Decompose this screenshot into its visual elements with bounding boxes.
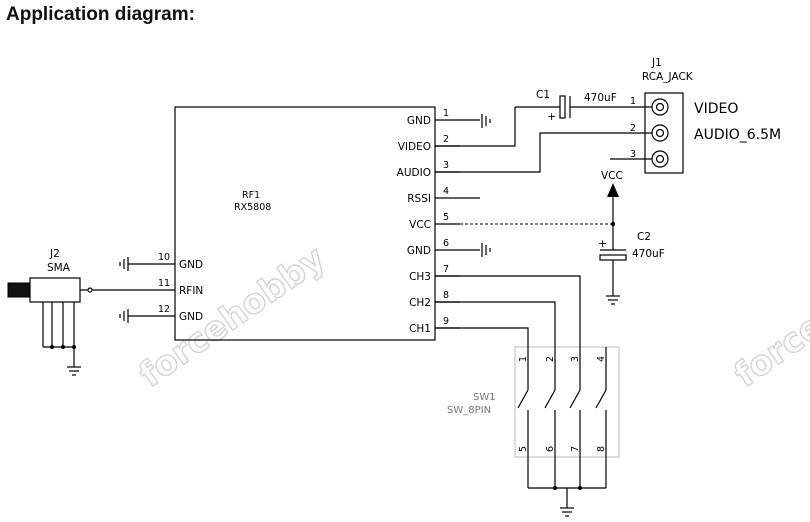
switch-top-pin-4: 4 (596, 356, 607, 362)
sma-connector (7, 277, 93, 376)
pin-3-name: AUDIO (397, 167, 431, 179)
gnd-symbol-pin1 (481, 114, 491, 128)
pin-1-number: 1 (443, 108, 449, 119)
pin-7-name: CH3 (409, 271, 431, 283)
c2-ref-label: C2 (637, 231, 651, 243)
sw1-value-label: SW_8PIN (447, 405, 491, 416)
switch-3-blade (569, 389, 581, 409)
gnd-symbol-pin12 (119, 309, 129, 323)
switch-bottom-pin-8: 8 (596, 446, 607, 452)
pin-5-number: 5 (443, 212, 449, 223)
module-right-pins: GND1VIDEO2AUDIO3RSSI4VCC5GND6CH37CH28CH1… (397, 108, 480, 335)
pin-12-name: GND (179, 311, 203, 323)
pin-7-number: 7 (443, 264, 449, 275)
c1-ref-label: C1 (536, 89, 550, 101)
pin-6-name: GND (407, 245, 431, 257)
pin-8-name: CH2 (409, 297, 431, 309)
switch-top-pin-2: 2 (545, 356, 556, 362)
pin-11-name: RFIN (179, 285, 203, 297)
j2-ref-label: J2 (49, 248, 60, 260)
switch-1-blade (517, 389, 529, 409)
c1-capacitor: + (515, 95, 652, 123)
watermark-right: forcehobby (727, 238, 810, 395)
j1-video-label: VIDEO (694, 101, 738, 117)
c2-value-label: 470uF (632, 248, 665, 260)
pin-4-number: 4 (443, 186, 449, 197)
sw1-body (514, 346, 620, 458)
j1-ref-label: J1 (651, 57, 662, 69)
pin-4-name: RSSI (407, 193, 431, 205)
switch-bottom-pin-5: 5 (518, 446, 529, 452)
j1-pin-2: 2 (630, 123, 636, 134)
c1-value-label: 470uF (584, 92, 617, 104)
pin-6-number: 6 (443, 238, 449, 249)
j1-value-label: RCA_JACK (642, 71, 694, 83)
svg-text:+: + (598, 237, 607, 250)
vcc-arrow-symbol (607, 183, 619, 197)
ch3-wire (435, 275, 581, 347)
pin-11-number: 11 (158, 278, 170, 289)
pin-2-name: VIDEO (398, 141, 431, 153)
ch1-wire (435, 327, 529, 347)
pin-9-number: 9 (443, 316, 449, 327)
audio-wire (435, 132, 600, 173)
page-title: Application diagram: (6, 4, 195, 25)
pin-5-name: VCC (409, 219, 431, 231)
pin-8-number: 8 (443, 290, 449, 301)
video-wire (435, 107, 516, 147)
pin-2-number: 2 (443, 134, 449, 145)
module-ref-label: RF1 (242, 190, 260, 201)
pin-10-name: GND (179, 259, 203, 271)
module-part-label: RX5808 (234, 202, 271, 213)
sw1-ground-bus (527, 457, 607, 517)
j2-value-label: SMA (47, 262, 71, 274)
switch-bottom-pin-7: 7 (570, 446, 581, 452)
sw1-ref-label: SW1 (473, 392, 496, 403)
switch-bottom-pin-6: 6 (545, 446, 556, 452)
gnd-symbol-pin10 (119, 257, 129, 271)
pin-1-name: GND (407, 115, 431, 127)
vcc-junction (610, 221, 616, 227)
vcc-label: VCC (601, 170, 623, 182)
sw1-switches: 1 5 2 6 3 7 4 8 (517, 347, 607, 457)
j1-pin-1: 1 (630, 96, 636, 107)
switch-top-pin-3: 3 (570, 356, 581, 362)
rca-jack (600, 92, 684, 174)
switch-4-blade (595, 389, 607, 409)
svg-text:+: + (547, 110, 556, 123)
switch-2-blade (544, 389, 556, 409)
pin-10-number: 10 (158, 252, 170, 263)
j1-pin-3: 3 (630, 149, 636, 160)
switch-top-pin-1: 1 (518, 356, 529, 362)
pin-3-number: 3 (443, 160, 449, 171)
gnd-symbol-pin6 (481, 243, 491, 257)
ch2-wire (435, 301, 556, 347)
c2-capacitor: + (598, 237, 627, 305)
j1-audio-label: AUDIO_6.5M (694, 127, 781, 143)
pin-9-name: CH1 (409, 323, 431, 335)
pin-12-number: 12 (158, 304, 170, 315)
